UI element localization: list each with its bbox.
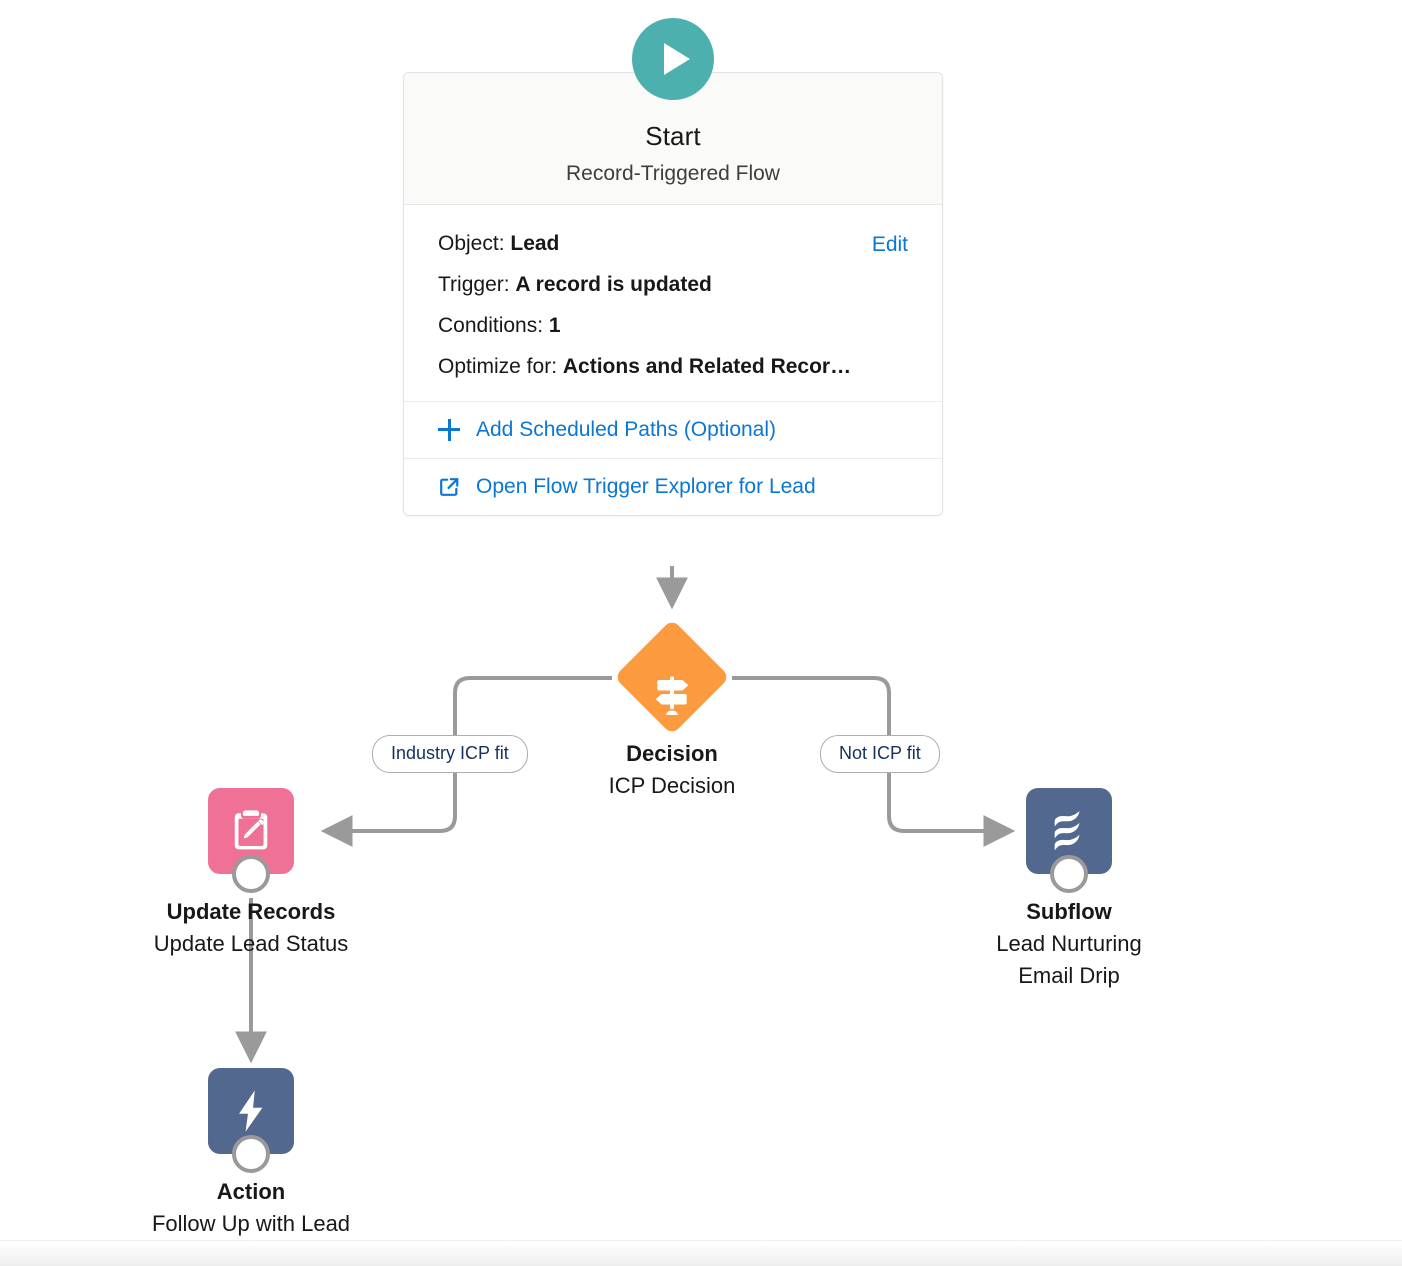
update-records-connector-badge[interactable] [232,855,270,893]
decision-node[interactable]: Decision ICP Decision [609,619,735,798]
external-link-icon [438,476,460,498]
add-scheduled-paths-button[interactable]: Add Scheduled Paths (Optional) [404,401,942,458]
start-node-details: Edit Object: Lead Trigger: A record is u… [404,205,942,401]
open-flow-trigger-explorer-button[interactable]: Open Flow Trigger Explorer for Lead [404,458,942,515]
subflow-connector-badge[interactable] [1050,855,1088,893]
start-node-title: Start [645,121,701,151]
start-node-header: Start Record-Triggered Flow [404,18,942,205]
lightning-bolt-icon [225,1085,277,1137]
add-scheduled-paths-label: Add Scheduled Paths (Optional) [476,418,777,441]
update-records-tile[interactable] [208,788,294,893]
subflow-labels: Subflow Lead Nurturing Email Drip [996,896,1142,992]
detail-row-trigger: Trigger: A record is updated [438,264,908,305]
decision-node-name: Decision [626,741,718,766]
update-records-labels: Update Records Update Lead Status [154,896,348,960]
action-name: Action [216,1179,286,1204]
detail-label-trigger: Trigger: [438,273,510,296]
update-records-node[interactable]: Update Records Update Lead Status [154,788,348,956]
action-node[interactable]: Action Follow Up with Lead [152,1068,350,1236]
detail-label-object: Object: [438,232,505,255]
action-description: Follow Up with Lead [151,1210,351,1236]
subflow-name: Subflow [1026,899,1112,924]
detail-row-object: Object: Lead [438,223,908,264]
decision-node-description: ICP Decision [608,772,736,798]
plus-icon [438,419,460,441]
action-labels: Action Follow Up with Lead [152,1176,350,1240]
detail-value-conditions: 1 [548,314,561,337]
detail-value-trigger: A record is updated [515,273,712,296]
edit-link[interactable]: Edit [871,233,908,256]
detail-row-optimize-for: Optimize for: Actions and Related Recor… [438,346,908,387]
action-tile[interactable] [208,1068,294,1173]
update-records-name: Update Records [166,899,336,924]
start-node-subtitle: Record-Triggered Flow [566,162,780,185]
decision-node-labels: Decision ICP Decision [609,738,736,802]
update-records-description: Update Lead Status [153,930,349,956]
play-icon [632,18,714,100]
clipboard-pencil-icon [225,805,277,857]
subflow-tile[interactable] [1026,788,1112,893]
start-node[interactable]: Start Record-Triggered Flow Edit Object:… [403,18,943,516]
subflow-node[interactable]: Subflow Lead Nurturing Email Drip [996,788,1142,988]
decision-diamond[interactable] [614,619,730,735]
open-flow-trigger-explorer-label: Open Flow Trigger Explorer for Lead [476,475,816,498]
subflow-description: Lead Nurturing [996,930,1142,956]
detail-label-conditions: Conditions: [438,314,544,337]
flow-waves-icon [1043,805,1095,857]
action-connector-badge[interactable] [232,1135,270,1173]
detail-row-conditions: Conditions: 1 [438,305,908,346]
detail-value-object: Lead [510,232,560,255]
branch-label-industry-icp-fit[interactable]: Industry ICP fit [372,735,528,773]
branch-label-not-icp-fit[interactable]: Not ICP fit [820,735,940,773]
detail-label-optimize-for: Optimize for: [438,355,558,378]
detail-value-optimize-for: Actions and Related Recor… [562,355,852,378]
subflow-description-line2: Email Drip [1018,962,1120,988]
canvas-bottom-band [0,1240,1402,1266]
